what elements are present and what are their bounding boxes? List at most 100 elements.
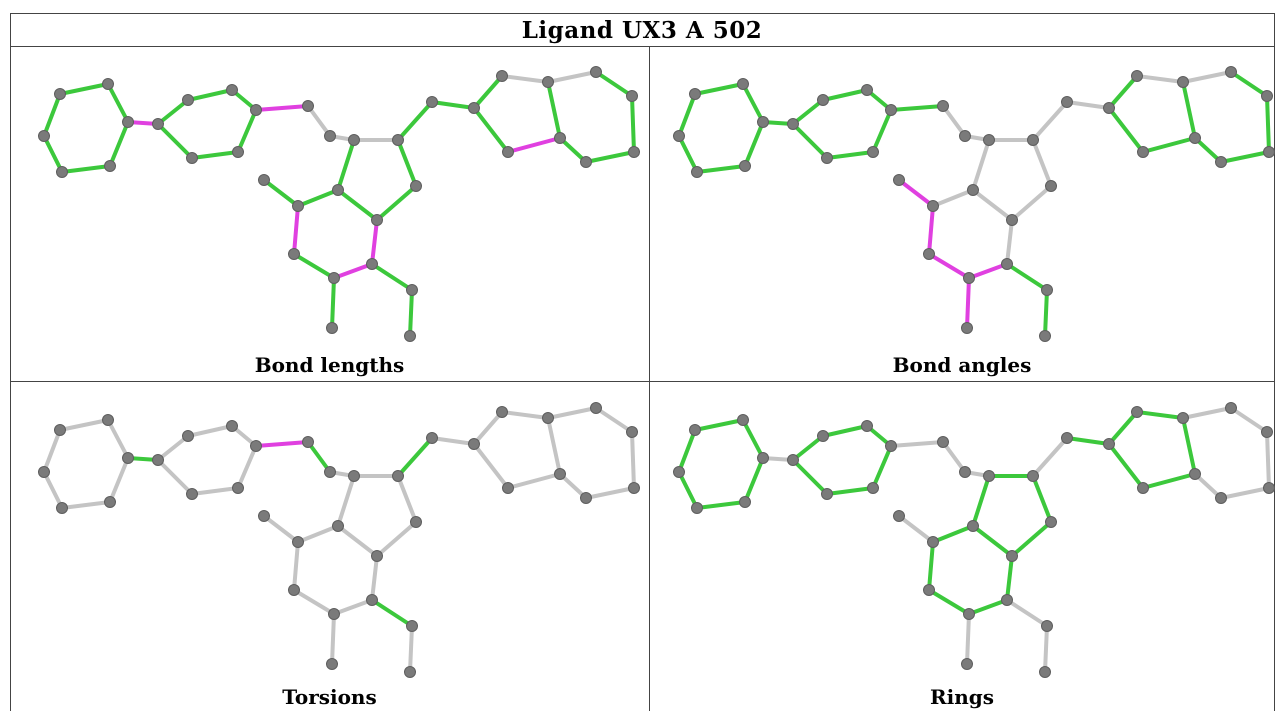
bond-c8-c9 xyxy=(897,514,935,544)
atom-c9 xyxy=(893,510,905,522)
bond-d4-e1 xyxy=(546,70,598,84)
table-left-border xyxy=(10,13,11,711)
atom-a1 xyxy=(38,466,50,478)
atom-b6 xyxy=(821,488,833,500)
bond-c11-c13 xyxy=(967,598,1009,616)
atom-b2 xyxy=(817,94,829,106)
atom-e2 xyxy=(626,90,638,102)
caption-rings: Rings xyxy=(929,685,994,709)
atom-b3 xyxy=(861,84,873,96)
atom-c7 xyxy=(967,520,979,532)
atom-a2 xyxy=(54,424,66,436)
bond-c10-c11 xyxy=(927,252,971,280)
atom-a1 xyxy=(673,466,685,478)
atom-c14 xyxy=(406,284,418,296)
atom-c1 xyxy=(302,100,314,112)
atom-c3 xyxy=(348,134,360,146)
panel-bond-angles xyxy=(673,66,1275,342)
bond-c4-c5 xyxy=(1031,474,1053,524)
bond-d6-d2 xyxy=(1107,106,1145,154)
atom-c3 xyxy=(983,134,995,146)
caption-torsions: Torsions xyxy=(282,685,377,709)
bond-c1-c2 xyxy=(941,104,967,138)
atom-a2 xyxy=(689,88,701,100)
atom-c5 xyxy=(410,516,422,528)
bond-b5-b6 xyxy=(825,486,875,496)
atom-b6 xyxy=(186,488,198,500)
atom-a1 xyxy=(38,130,50,142)
bond-d1-d2 xyxy=(1065,436,1111,446)
atom-c1 xyxy=(937,100,949,112)
bond-c7-c8 xyxy=(931,524,975,544)
atom-a5 xyxy=(739,496,751,508)
atom-a6 xyxy=(56,166,68,178)
atom-a2 xyxy=(689,424,701,436)
atom-c3 xyxy=(348,470,360,482)
atom-b3 xyxy=(226,420,238,432)
atom-d1 xyxy=(426,96,438,108)
atom-a3 xyxy=(737,414,749,426)
bond-d5-d6 xyxy=(506,472,562,490)
table-right-border xyxy=(1274,13,1275,711)
bond-b5-b6 xyxy=(825,150,875,160)
bond-b4-c1 xyxy=(889,440,945,448)
atom-c8 xyxy=(292,536,304,548)
atom-d5 xyxy=(554,468,566,480)
bond-d3-d4 xyxy=(500,74,550,84)
panel-rings xyxy=(673,402,1275,678)
bond-d4-e1 xyxy=(1181,70,1233,84)
atom-d3 xyxy=(496,70,508,82)
bond-d6-d2 xyxy=(472,106,510,154)
bond-d5-d6 xyxy=(1141,472,1197,490)
atom-c2 xyxy=(959,130,971,142)
atom-b5 xyxy=(232,146,244,158)
bond-e2-e3 xyxy=(1265,430,1271,490)
atom-d5 xyxy=(1189,132,1201,144)
bond-c5-c6 xyxy=(1010,184,1053,222)
bond-a2-a3 xyxy=(58,418,110,432)
atom-a3 xyxy=(102,78,114,90)
bond-a5-a6 xyxy=(60,164,112,174)
atom-c13 xyxy=(1001,594,1013,606)
bond-a4-a5 xyxy=(108,456,130,504)
bond-c4-c5 xyxy=(1031,138,1053,188)
atom-c15 xyxy=(1039,666,1051,678)
bond-c7-c8 xyxy=(296,188,340,208)
atom-a3 xyxy=(737,78,749,90)
bond-a3-a4 xyxy=(106,418,130,460)
panel-torsions xyxy=(38,402,640,678)
bond-c6-c7 xyxy=(971,524,1014,558)
bond-c13-c6 xyxy=(1005,554,1014,602)
bond-d6-d2 xyxy=(472,442,510,490)
bond-c7-c3 xyxy=(336,138,356,192)
atom-e3 xyxy=(628,482,640,494)
atom-e3 xyxy=(628,146,640,158)
bond-c8-c10 xyxy=(927,204,935,256)
bond-a5-a6 xyxy=(60,500,112,510)
bond-c7-c8 xyxy=(931,188,975,208)
bond-c4-d1 xyxy=(1031,100,1069,142)
bond-e3-e4 xyxy=(1219,150,1271,164)
atom-c9 xyxy=(893,174,905,186)
atom-e2 xyxy=(1261,90,1273,102)
bond-c5-c6 xyxy=(375,520,418,558)
atom-c10 xyxy=(288,248,300,260)
atom-c10 xyxy=(923,248,935,260)
atom-b1 xyxy=(152,118,164,130)
atom-e3 xyxy=(1263,146,1275,158)
bond-b4-b5 xyxy=(871,444,893,490)
bond-e3-e4 xyxy=(1219,486,1271,500)
bond-b1-b2 xyxy=(791,434,825,462)
bond-e2-e3 xyxy=(1265,94,1271,154)
atom-b1 xyxy=(787,454,799,466)
bond-d1-d2 xyxy=(1065,100,1111,110)
atom-c5 xyxy=(1045,180,1057,192)
atom-c6 xyxy=(1006,550,1018,562)
atom-d3 xyxy=(496,406,508,418)
atom-c12 xyxy=(326,322,338,334)
atom-c15 xyxy=(1039,330,1051,342)
bond-b4-c1 xyxy=(254,440,310,448)
bond-b6-b1 xyxy=(156,122,194,160)
atom-e3 xyxy=(1263,482,1275,494)
atom-c5 xyxy=(410,180,422,192)
